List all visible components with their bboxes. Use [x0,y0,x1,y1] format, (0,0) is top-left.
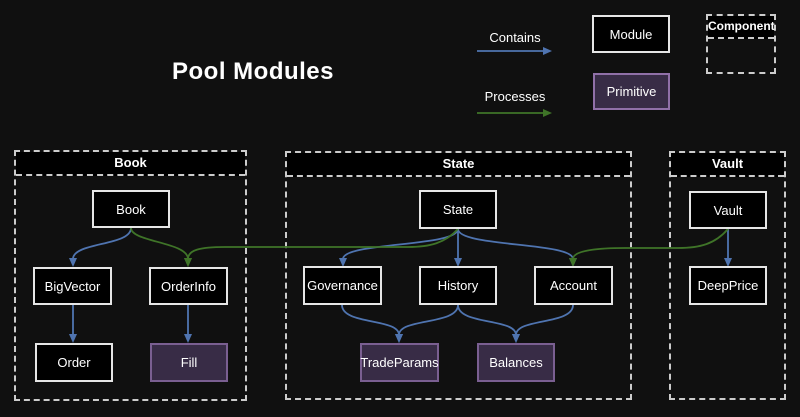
legend-primitive-swatch: Primitive [593,73,670,110]
group-book: Book [14,150,247,401]
legend-component-swatch: Component [706,14,776,74]
node-vault: Vault [689,191,767,229]
node-orderinfo-label: OrderInfo [161,278,216,294]
group-vault-header: Vault [671,153,784,177]
node-governance: Governance [303,266,382,305]
legend-processes-label: Processes [484,89,546,104]
group-book-header: Book [16,152,245,176]
node-fill: Fill [150,343,228,382]
node-deepprice-label: DeepPrice [697,278,759,293]
node-tradeparams-label: TradeParams [360,355,439,370]
node-book-label: Book [116,201,146,217]
legend-contains-label: Contains [489,30,541,45]
legend-primitive-label: Primitive [606,84,657,99]
node-orderinfo: OrderInfo [149,267,228,305]
node-account: Account [534,266,613,305]
node-order: Order [35,343,113,382]
node-state-label: State [442,202,474,217]
page-title: Pool Modules [172,58,334,85]
node-governance-label: Governance [307,278,378,293]
node-book: Book [92,190,170,228]
legend-component-label: Component [708,16,775,39]
node-balances: Balances [477,343,555,382]
node-vault-label: Vault [713,202,743,218]
node-history-label: History [437,278,479,293]
node-bigvector: BigVector [33,267,112,305]
node-bigvector-label: BigVector [44,278,101,294]
node-account-label: Account [550,278,597,293]
node-history: History [419,266,497,305]
node-state: State [419,190,497,229]
group-state-header: State [287,153,630,177]
legend-module-label: Module [609,26,653,42]
node-balances-label: Balances [489,355,543,370]
node-fill-label: Fill [180,355,198,370]
node-deepprice: DeepPrice [689,266,767,305]
group-vault: Vault [669,151,786,400]
group-state: State [285,151,632,400]
node-order-label: Order [57,355,91,370]
legend-module-swatch: Module [592,15,670,53]
node-tradeparams: TradeParams [360,343,439,382]
